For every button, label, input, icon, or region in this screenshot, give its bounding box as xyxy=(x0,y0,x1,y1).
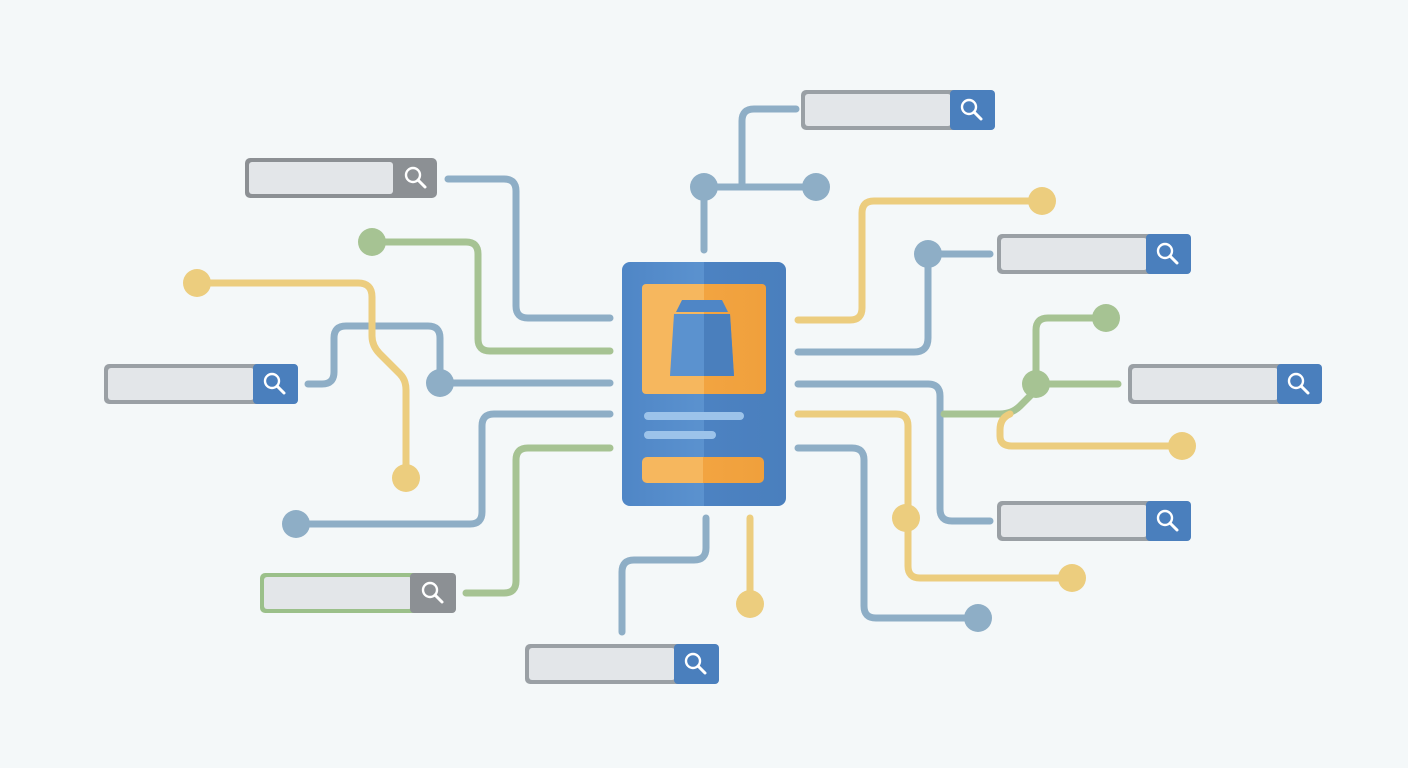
text-line-2 xyxy=(644,431,716,439)
node-top-right xyxy=(802,173,830,201)
node-bottom-yellow xyxy=(736,590,764,618)
search-bar-bottom-left[interactable] xyxy=(260,573,456,613)
search-input[interactable] xyxy=(249,162,393,194)
search-input[interactable] xyxy=(1001,505,1147,537)
search-bar-right-middle[interactable] xyxy=(1128,364,1322,404)
node-right-yellow-inner xyxy=(892,504,920,532)
node-left-blue-mid xyxy=(426,369,454,397)
wire-left-4 xyxy=(304,322,444,388)
search-bar-right-lower[interactable] xyxy=(997,501,1191,541)
search-input[interactable] xyxy=(264,577,412,609)
node-left-yellow-bottom xyxy=(392,464,420,492)
wire-right-2 xyxy=(794,250,932,356)
wire-left-5 xyxy=(193,279,410,482)
shopping-bag-icon xyxy=(670,300,734,376)
search-bar-top-right[interactable] xyxy=(801,90,995,130)
wire-right-8 xyxy=(794,410,1076,582)
search-input[interactable] xyxy=(529,648,675,680)
text-line-1 xyxy=(644,412,744,420)
node-right-green-hub xyxy=(1022,370,1050,398)
node-left-yellow-top xyxy=(183,269,211,297)
search-bar-right-upper[interactable] xyxy=(997,234,1191,274)
wire-left-6 xyxy=(292,410,614,528)
wire-left-7 xyxy=(462,444,614,597)
buy-button[interactable] xyxy=(642,457,764,483)
node-right-green-top xyxy=(1092,304,1120,332)
node-right-blue-bottom xyxy=(964,604,992,632)
search-bar-left[interactable] xyxy=(104,364,298,404)
wire-top-3 xyxy=(738,105,800,191)
node-right-yellow-top xyxy=(1028,187,1056,215)
node-right-yellow-mid xyxy=(1168,432,1196,460)
wire-left-1 xyxy=(444,175,614,322)
wire-right-4 xyxy=(794,380,994,525)
node-right-blue-top xyxy=(914,240,942,268)
node-top-left xyxy=(690,173,718,201)
search-bar-bottom-center[interactable] xyxy=(525,644,719,684)
wire-right-7 xyxy=(996,410,1186,450)
search-bar-top-left[interactable] xyxy=(245,158,437,198)
wire-right-1 xyxy=(794,197,1046,324)
node-left-blue-bottom xyxy=(282,510,310,538)
wire-bottom-1 xyxy=(618,514,710,636)
central-device xyxy=(622,262,786,506)
node-left-green xyxy=(358,228,386,256)
wire-left-2 xyxy=(368,238,614,355)
search-input[interactable] xyxy=(108,368,254,400)
search-input[interactable] xyxy=(1132,368,1278,400)
node-right-yellow-bottom xyxy=(1058,564,1086,592)
search-input[interactable] xyxy=(1001,238,1147,270)
wire-right-9 xyxy=(794,444,982,622)
search-input[interactable] xyxy=(805,94,951,126)
